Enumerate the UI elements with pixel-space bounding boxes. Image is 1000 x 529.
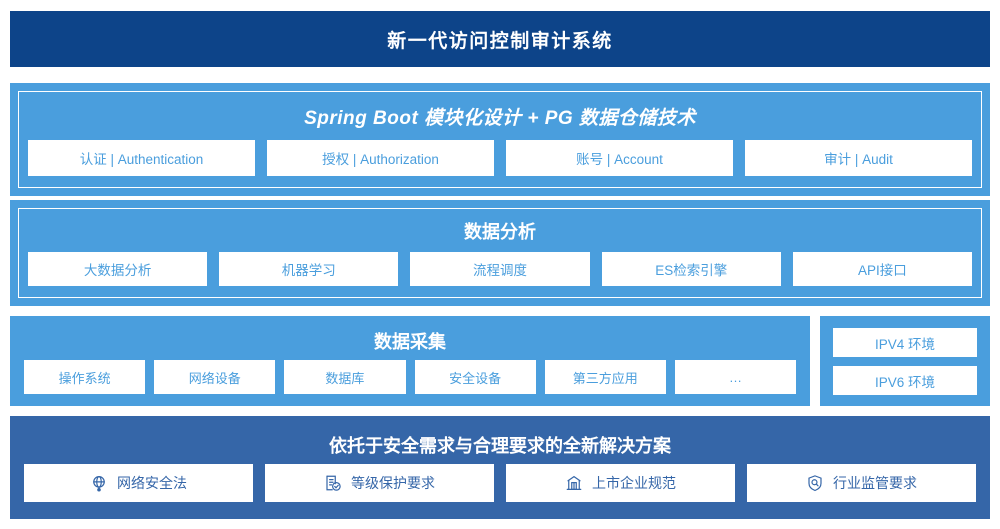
collection-item-operating-system[interactable]: 操作系统 <box>24 360 146 394</box>
solution-item-label: 网络安全法 <box>117 475 187 491</box>
collection-item-label: 网络设备 <box>188 370 241 386</box>
section-solution: 依托于安全需求与合理要求的全新解决方案 网络安全法 <box>10 416 990 519</box>
architecture-item-row: 认证 | Authentication 授权 | Authorization 账… <box>28 140 972 176</box>
section-data-collection: 数据采集 操作系统 网络设备 数据库 安全设备 第三方应用 … <box>10 316 810 406</box>
ip-environment-label: IPV4 环境 <box>874 336 936 352</box>
analysis-item-label: ES检索引擎 <box>655 263 728 278</box>
solution-item-classified-protection[interactable]: 等级保护要求 <box>265 464 494 502</box>
analysis-item-big-data[interactable]: 大数据分析 <box>28 252 208 286</box>
architecture-item-label: 审计 | Audit <box>824 152 893 167</box>
solution-item-cybersecurity-law[interactable]: 网络安全法 <box>24 464 253 502</box>
analysis-inner-frame <box>18 208 982 298</box>
analysis-item-machine-learning[interactable]: 机器学习 <box>219 252 399 286</box>
analysis-item-label: 大数据分析 <box>83 263 152 278</box>
collection-item-network-device[interactable]: 网络设备 <box>154 360 276 394</box>
analysis-item-process-scheduling[interactable]: 流程调度 <box>410 252 590 286</box>
solution-heading: 依托于安全需求与合理要求的全新解决方案 <box>329 436 671 456</box>
collection-item-label: 数据库 <box>325 370 365 386</box>
collection-item-label: … <box>728 369 742 385</box>
collection-item-more[interactable]: … <box>674 360 797 394</box>
solution-item-row: 网络安全法 等级保护要求 <box>24 464 976 502</box>
architecture-heading: Spring Boot 模块化设计 + PG 数据仓储技术 <box>304 108 696 129</box>
architecture-item-label: 授权 | Authorization <box>322 152 439 167</box>
solution-item-label: 上市企业规范 <box>592 475 676 491</box>
shield-search-icon <box>806 474 824 492</box>
document-check-icon <box>324 474 342 492</box>
ip-environment-label: IPV6 环境 <box>874 374 936 390</box>
section-architecture: Spring Boot 模块化设计 + PG 数据仓储技术 认证 | Authe… <box>10 83 990 196</box>
section-ip-environment: IPV4 环境 IPV6 环境 <box>820 316 990 406</box>
collection-item-row: 操作系统 网络设备 数据库 安全设备 第三方应用 … <box>24 360 797 394</box>
page-title: 新一代访问控制审计系统 <box>387 30 613 52</box>
section-data-analysis: 数据分析 大数据分析 机器学习 流程调度 ES检索引擎 API接口 <box>10 200 990 306</box>
analysis-item-label: 机器学习 <box>281 263 336 278</box>
ip-environment-ipv4[interactable]: IPV4 环境 <box>833 328 977 357</box>
architecture-item-authorization[interactable]: 授权 | Authorization <box>267 140 494 176</box>
architecture-item-account[interactable]: 账号 | Account <box>506 140 733 176</box>
analysis-heading: 数据分析 <box>464 222 536 242</box>
solution-item-industry-regulation[interactable]: 行业监管要求 <box>747 464 976 502</box>
analysis-item-api[interactable]: API接口 <box>792 252 973 286</box>
architecture-item-audit[interactable]: 审计 | Audit <box>745 140 972 176</box>
analysis-item-es-search-engine[interactable]: ES检索引擎 <box>601 252 781 286</box>
architecture-item-label: 认证 | Authentication <box>79 152 204 167</box>
analysis-item-label: 流程调度 <box>473 263 527 278</box>
collection-item-security-device[interactable]: 安全设备 <box>414 360 536 394</box>
collection-item-label: 第三方应用 <box>572 370 638 386</box>
collection-item-third-party-app[interactable]: 第三方应用 <box>544 360 666 394</box>
solution-item-listed-company-standard[interactable]: 上市企业规范 <box>506 464 735 502</box>
architecture-inner-frame <box>18 91 982 188</box>
ip-environment-ipv6[interactable]: IPV6 环境 <box>833 366 977 395</box>
globe-network-icon <box>90 474 108 492</box>
page-title-bar: 新一代访问控制审计系统 <box>10 11 990 67</box>
collection-item-label: 安全设备 <box>449 370 502 386</box>
bank-building-icon <box>565 474 583 492</box>
collection-item-database[interactable]: 数据库 <box>284 360 406 394</box>
architecture-item-authentication[interactable]: 认证 | Authentication <box>28 140 255 176</box>
ip-environment-list: IPV4 环境 IPV6 环境 <box>833 328 977 395</box>
collection-item-label: 操作系统 <box>58 370 111 386</box>
analysis-item-row: 大数据分析 机器学习 流程调度 ES检索引擎 API接口 <box>28 252 973 286</box>
solution-item-label: 行业监管要求 <box>833 475 917 491</box>
architecture-item-label: 账号 | Account <box>576 152 663 167</box>
collection-heading: 数据采集 <box>374 332 446 352</box>
analysis-item-label: API接口 <box>858 263 907 278</box>
solution-item-label: 等级保护要求 <box>351 475 435 491</box>
